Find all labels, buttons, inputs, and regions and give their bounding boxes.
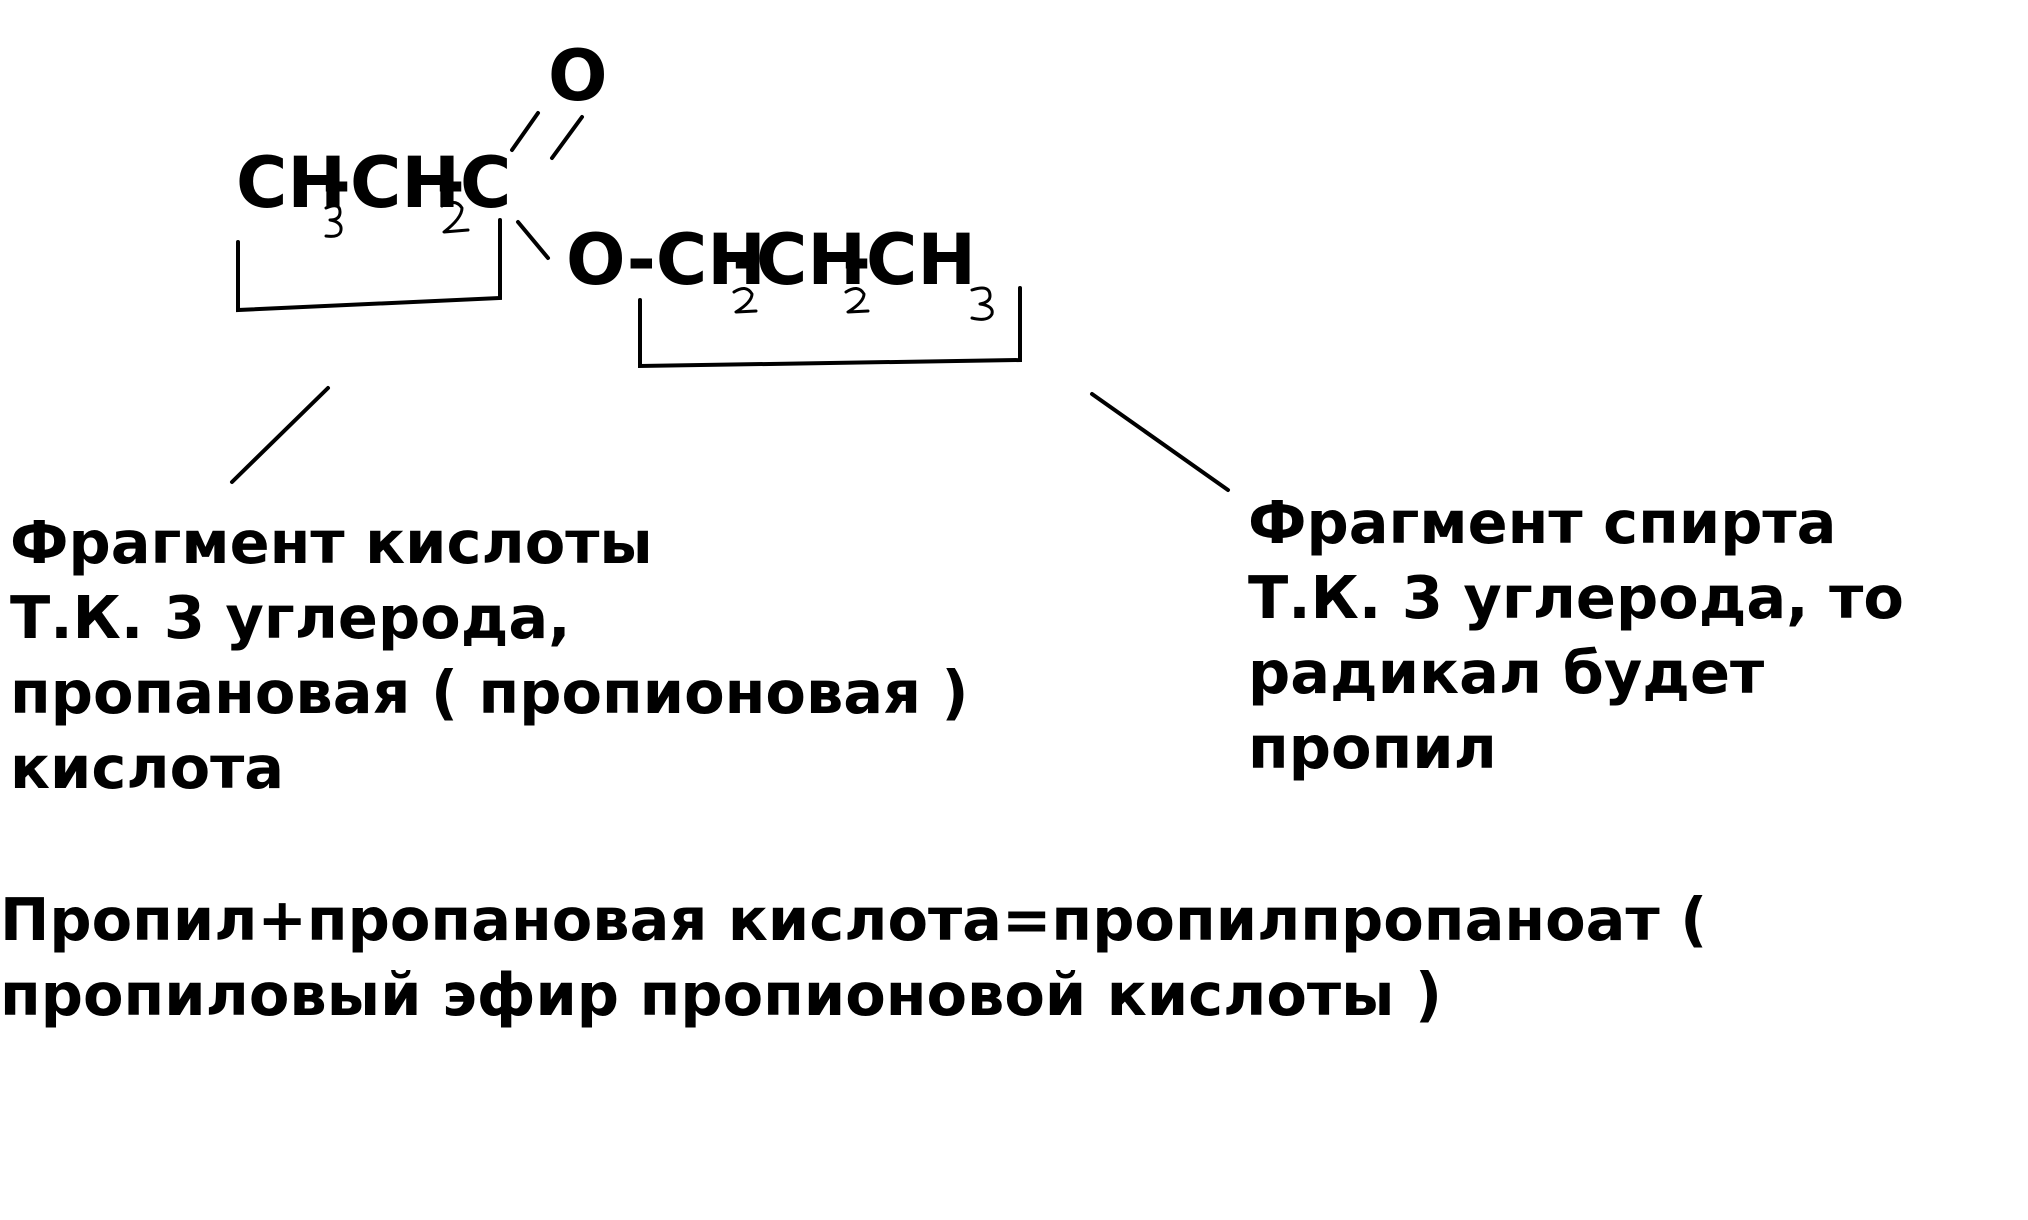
carbonyl-carbon: C — [460, 142, 511, 224]
conclusion-line: пропиловый эфир пропионовой кислоты ) — [0, 960, 1442, 1029]
alcohol-note-line: радикал будет — [1248, 638, 1765, 707]
bond-dash-1: - — [322, 142, 351, 224]
subscript-2-alcohol-1 — [732, 287, 758, 314]
subscript-2-alcohol-2 — [844, 287, 870, 314]
alcohol-fragment-note: Фрагмент спирта Т.К. 3 углерода, то ради… — [1248, 485, 1904, 785]
methylene-group-alcohol-2: CH — [756, 219, 866, 301]
subscript-3-alcohol — [970, 286, 994, 321]
ester-bond-line — [516, 220, 550, 260]
subscript-3-acid — [324, 204, 343, 238]
double-bond-line-1 — [510, 111, 540, 152]
alcohol-pointer-line — [1090, 392, 1230, 492]
acid-note-line: Т.К. 3 углерода, — [10, 583, 571, 652]
alcohol-fragment-bracket — [638, 286, 1022, 369]
carbonyl-oxygen: O — [548, 35, 608, 117]
acid-note-line: кислота — [10, 733, 285, 802]
bond-dash-2: - — [436, 142, 465, 224]
alcohol-note-line: Фрагмент спирта — [1248, 488, 1837, 557]
acid-note-line: пропановая ( пропионовая ) — [10, 658, 969, 727]
alcohol-note-line: пропил — [1248, 713, 1497, 782]
methylene-group-acid: CH — [350, 142, 460, 224]
alcohol-note-line: Т.К. 3 углерода, то — [1248, 563, 1904, 632]
bond-dash-3: - — [732, 219, 761, 301]
methyl-group-acid: CH — [236, 142, 346, 224]
subscript-2-acid — [440, 201, 470, 234]
acid-fragment-note: Фрагмент кислоты Т.К. 3 углерода, пропан… — [10, 505, 969, 805]
conclusion-line: Пропил+пропановая кислота=пропилпропаноа… — [0, 885, 1708, 954]
ester-oxygen-chain: O-CH — [566, 219, 766, 301]
acid-note-line: Фрагмент кислоты — [10, 508, 653, 577]
conclusion-note: Пропил+пропановая кислота=пропилпропаноа… — [0, 882, 1707, 1032]
acid-fragment-bracket — [236, 218, 502, 313]
acid-pointer-line — [230, 386, 330, 484]
double-bond-line-2 — [550, 115, 584, 160]
methyl-group-alcohol: CH — [866, 219, 976, 301]
